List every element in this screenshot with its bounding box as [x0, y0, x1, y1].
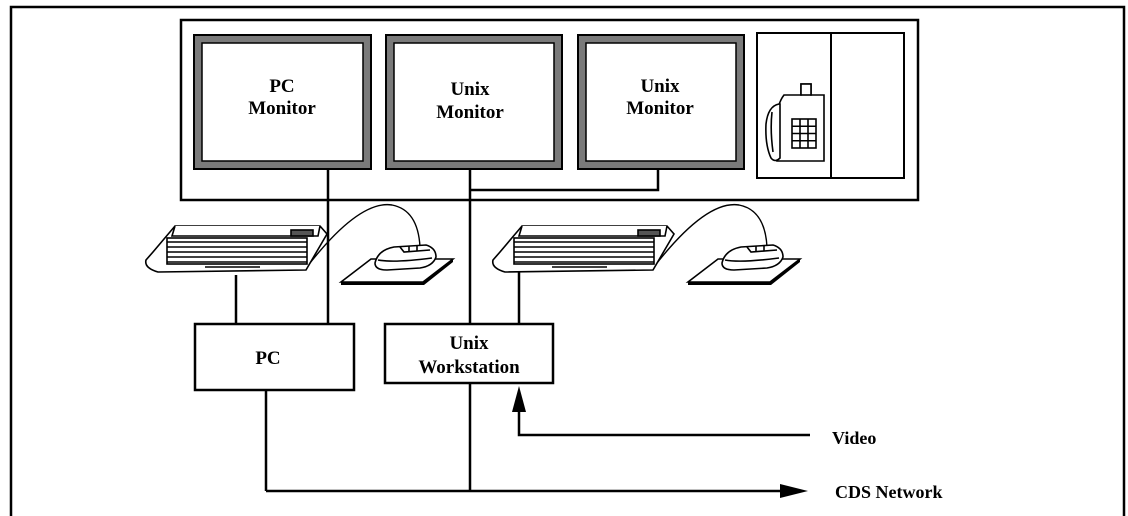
mouse-icon	[374, 244, 437, 271]
network-arrowhead	[780, 484, 808, 498]
unix-monitor-2-cable	[470, 169, 660, 192]
pc-monitor-label-line2: Monitor	[248, 98, 316, 119]
unix-monitor-1: Unix Monitor	[385, 34, 563, 170]
pc-box: PC	[193, 322, 356, 392]
mouse-icon	[721, 244, 784, 271]
keyboard-icon	[144, 225, 328, 273]
pc-box-label: PC	[255, 348, 280, 369]
unix-monitor-2-label-line2: Monitor	[626, 98, 694, 119]
mouse-cable	[656, 203, 768, 264]
video-cable	[517, 412, 810, 437]
workstation-label-line2: Workstation	[418, 357, 520, 378]
unix-monitor-2-label-line1: Unix	[640, 76, 680, 97]
pc-monitor: PC Monitor	[193, 34, 372, 170]
keyboard-icon	[491, 225, 675, 273]
video-arrowhead	[512, 386, 526, 412]
unix-monitor-1-label-line2: Monitor	[436, 102, 504, 123]
unix-workstation-box: Unix Workstation	[383, 322, 555, 385]
video-label: Video	[832, 428, 876, 448]
pc-monitor-label-line1: PC	[269, 76, 294, 97]
unix-monitor-1-label-line1: Unix	[450, 79, 490, 100]
telephone-icon	[765, 83, 825, 162]
workstation-label-line1: Unix	[449, 333, 489, 354]
cds-network-label: CDS Network	[835, 482, 943, 502]
unix-monitor-2: Unix Monitor	[577, 34, 745, 170]
connection-lines	[234, 169, 810, 493]
mouse-cable	[309, 203, 421, 264]
outer-frame	[9, 5, 1126, 516]
